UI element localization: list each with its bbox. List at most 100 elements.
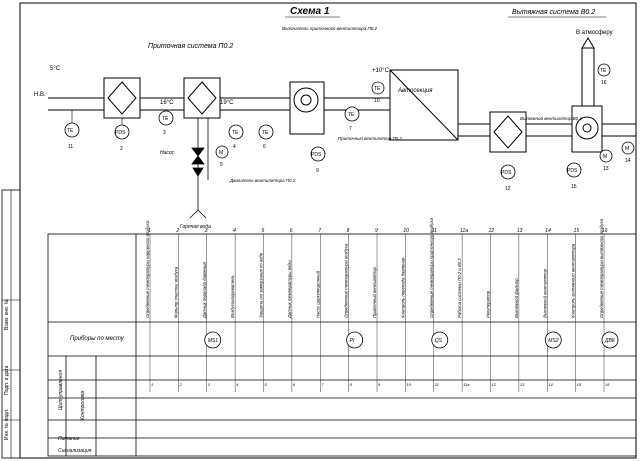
column-number-lower: 7 [321, 382, 324, 387]
svg-text:14: 14 [625, 158, 631, 164]
column-number-lower: 13 [520, 382, 525, 387]
exhaust-fan-note: Вытяжной вентилятор В0.1 [520, 115, 582, 121]
column-number-lower: 4 [236, 382, 239, 387]
column-text: Вытяжной фильтр [514, 278, 519, 318]
svg-text:PDS: PDS [501, 170, 512, 176]
svg-text:M: M [625, 146, 629, 152]
column-number: 2 [175, 228, 179, 234]
hot-water-label: Горячая вода [180, 224, 211, 230]
instrument-m-5: M 5 [215, 145, 229, 168]
instrument-pds-2: PDS 2 [114, 118, 130, 152]
supply-title: Приточная система П0.2 [148, 43, 233, 50]
device-tag: МS2 [548, 338, 559, 344]
column-number-lower: 2 [178, 382, 182, 387]
instrument-te-16: TE 16 [597, 63, 611, 86]
temp-right2: +10°С [372, 68, 390, 74]
column-number-lower: 15 [577, 382, 582, 387]
column-number: 11а [460, 228, 468, 234]
instrument-te-3: TE 3 [158, 110, 174, 136]
column-number-lower: 14 [548, 382, 553, 387]
svg-text:TE: TE [262, 130, 269, 136]
svg-text:TE: TE [600, 68, 607, 74]
column-number-lower: 11а [463, 382, 470, 387]
svg-text:16: 16 [601, 80, 607, 86]
heat-exchanger-label: Автосекция [397, 88, 433, 94]
supply-fan-note: Приточный вентилятор П0.2 [338, 135, 403, 141]
device-tag: МS1 [208, 338, 219, 344]
svg-text:4: 4 [233, 144, 236, 150]
temp-left: 5°С [50, 66, 61, 72]
svg-text:TE: TE [348, 112, 355, 118]
control-table [47, 233, 637, 457]
column-number-lower: 6 [293, 382, 296, 387]
instrument-m-13: M 13 [599, 149, 613, 172]
instrument-pds-12: PDS 12 [500, 164, 516, 192]
svg-text:6: 6 [263, 144, 266, 150]
svg-text:10: 10 [374, 98, 380, 104]
to-atmosphere-label: В атмосферу [576, 30, 613, 36]
water-piping [189, 118, 209, 219]
exhaust-title: Вытяжная система В0.2 [512, 9, 595, 16]
instrument-pds-15: PDS 15 [566, 162, 582, 190]
scheme-title: Схема 1 [290, 6, 330, 17]
instrument-te-4: TE 4 [228, 124, 244, 150]
side-label-3: Взам. инв. № [4, 299, 10, 330]
column-number-lower: 8 [350, 382, 353, 387]
column-number-lower: 9 [378, 382, 381, 387]
svg-text:M: M [219, 150, 223, 156]
column-number-lower: 3 [208, 382, 211, 387]
column-number: 16 [602, 228, 608, 234]
fan-motor-note: Двигатель вентилятора П0.2 [229, 178, 296, 183]
column-text: Контроль перепада давления [400, 257, 405, 318]
column-number-lower: 10 [406, 382, 411, 387]
column-text: Определение температуры вытяжного воздух… [599, 218, 604, 318]
instrument-te-11: ТЕ 11 [64, 110, 80, 150]
svg-text:5: 5 [220, 162, 223, 168]
column-text: Определение температуры воздуха [344, 243, 349, 318]
instrument-te-10: TE 10 [371, 81, 385, 104]
column-text: Защита от замерзания по воде [259, 252, 264, 318]
column-number: 13 [517, 228, 523, 234]
device-bubble [346, 331, 364, 349]
svg-text:TE: TE [232, 130, 239, 136]
svg-text:12: 12 [505, 186, 511, 192]
column-number-lower: 11 [435, 382, 439, 387]
device-bubble [544, 331, 562, 349]
svg-text:TE: TE [162, 116, 169, 122]
svg-text:PDS: PDS [567, 168, 578, 174]
column-number: 7 [318, 228, 321, 234]
column-number: 11 [432, 228, 437, 234]
svg-text:15: 15 [571, 184, 577, 190]
column-text: Воздухонагреватель [230, 274, 235, 318]
column-text: Насос циркуляционный [315, 270, 320, 318]
nv-label: Н.В. [34, 92, 46, 98]
column-number: 14 [545, 228, 551, 234]
svg-text:PDS: PDS [115, 130, 126, 136]
column-text: Приточный вентилятор [372, 267, 377, 318]
column-number: 1 [148, 228, 151, 234]
column-text: Датчик температуры воды [287, 259, 292, 319]
side-label-2: Подп. и дата [4, 365, 10, 395]
column-text: Контроль вытяжного вентилятора [571, 243, 576, 318]
svg-text:2: 2 [120, 146, 123, 152]
instrument-te-7: TE 7 [344, 106, 360, 132]
column-text: Датчик перепада давления [202, 261, 207, 319]
row-label-alarm: Сигнализация [58, 448, 92, 454]
instrument-m-14: M 14 [621, 141, 635, 164]
device-tag: QS [435, 338, 443, 344]
column-number-lower: 5 [265, 382, 268, 387]
row-label-controller: Контроллер [80, 391, 86, 420]
column-number-lower: 1 [151, 382, 153, 387]
column-text: Определение температуры приточного возду… [429, 217, 434, 318]
svg-text:7: 7 [349, 126, 352, 132]
row-label-panel: Щит управления [58, 370, 64, 410]
column-number: 8 [347, 228, 350, 234]
column-text: Вытяжной вентилятор [542, 268, 547, 318]
column-number: 15 [574, 228, 580, 234]
column-number: 9 [375, 228, 378, 234]
row-label-power: Питание [58, 436, 80, 442]
column-text: Работа системы П0.2 и В0.2 [457, 258, 462, 318]
column-number: 10 [403, 228, 409, 234]
